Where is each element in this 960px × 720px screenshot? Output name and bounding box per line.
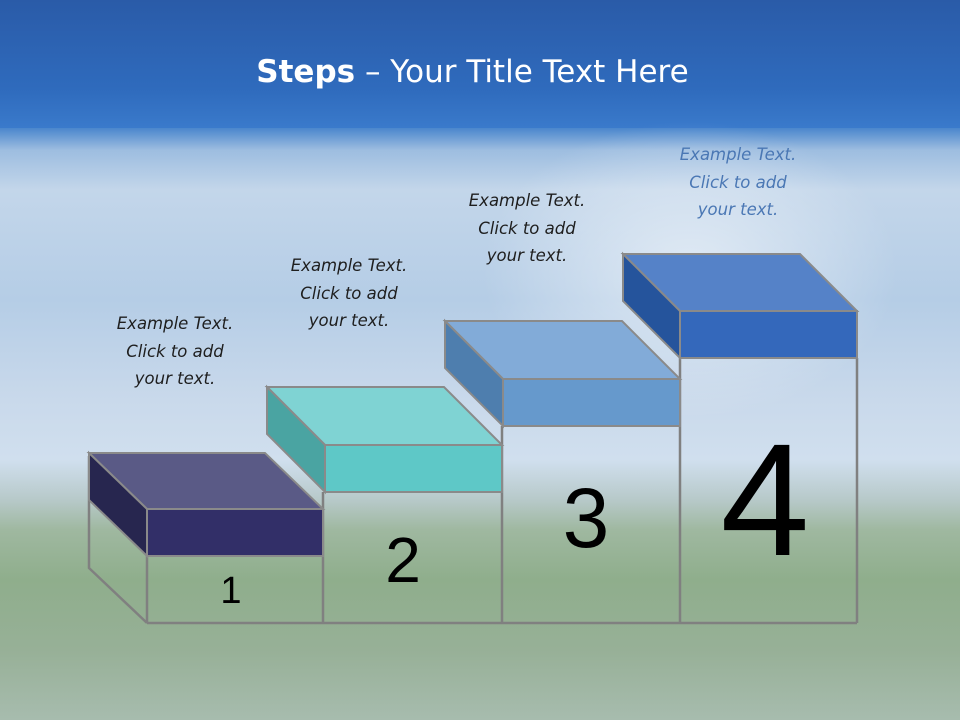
step-label-3[interactable]: Example Text. Click to add your text.: [427, 187, 627, 270]
step-4-line-3: your text.: [697, 200, 779, 219]
step-label-4[interactable]: Example Text. Click to add your text.: [638, 141, 838, 224]
step-3-line-2: Click to add: [478, 218, 576, 238]
step-3-line-3: your text.: [486, 246, 568, 265]
step-1-line-2: Click to add: [126, 341, 224, 361]
step-2-line-1: Example Text.: [290, 256, 408, 275]
step-2-line-2: Click to add: [300, 283, 398, 303]
step-2-front-face: [324, 444, 503, 493]
step-4-line-1: Example Text.: [679, 145, 797, 164]
step-2-line-3: your text.: [308, 311, 390, 330]
step-1-line-1: Example Text.: [116, 314, 234, 333]
step-number-3: 3: [562, 471, 610, 565]
step-label-1[interactable]: Example Text. Click to add your text.: [75, 310, 275, 393]
step-4-line-2: Click to add: [689, 172, 787, 192]
step-1-line-3: your text.: [134, 369, 216, 388]
step-4-front-face: [679, 310, 858, 359]
step-number-4: 4: [720, 410, 810, 589]
step-number-1: 1: [220, 570, 242, 612]
step-1-front-face: [146, 508, 324, 557]
title-bold: Steps: [256, 54, 356, 90]
step-block-3[interactable]: [442, 318, 683, 429]
step-3-front-face: [502, 378, 681, 427]
step-label-2[interactable]: Example Text. Click to add your text.: [249, 252, 449, 335]
step-number-2: 2: [385, 524, 421, 596]
slide-title[interactable]: Steps – Your Title Text Here: [0, 54, 945, 90]
step-3-line-1: Example Text.: [468, 191, 586, 210]
title-rest: – Your Title Text Here: [355, 54, 689, 90]
step-block-2[interactable]: [264, 384, 505, 495]
step-block-4[interactable]: [620, 251, 860, 361]
title-bar: [0, 0, 960, 128]
step-block-1[interactable]: [86, 450, 326, 559]
